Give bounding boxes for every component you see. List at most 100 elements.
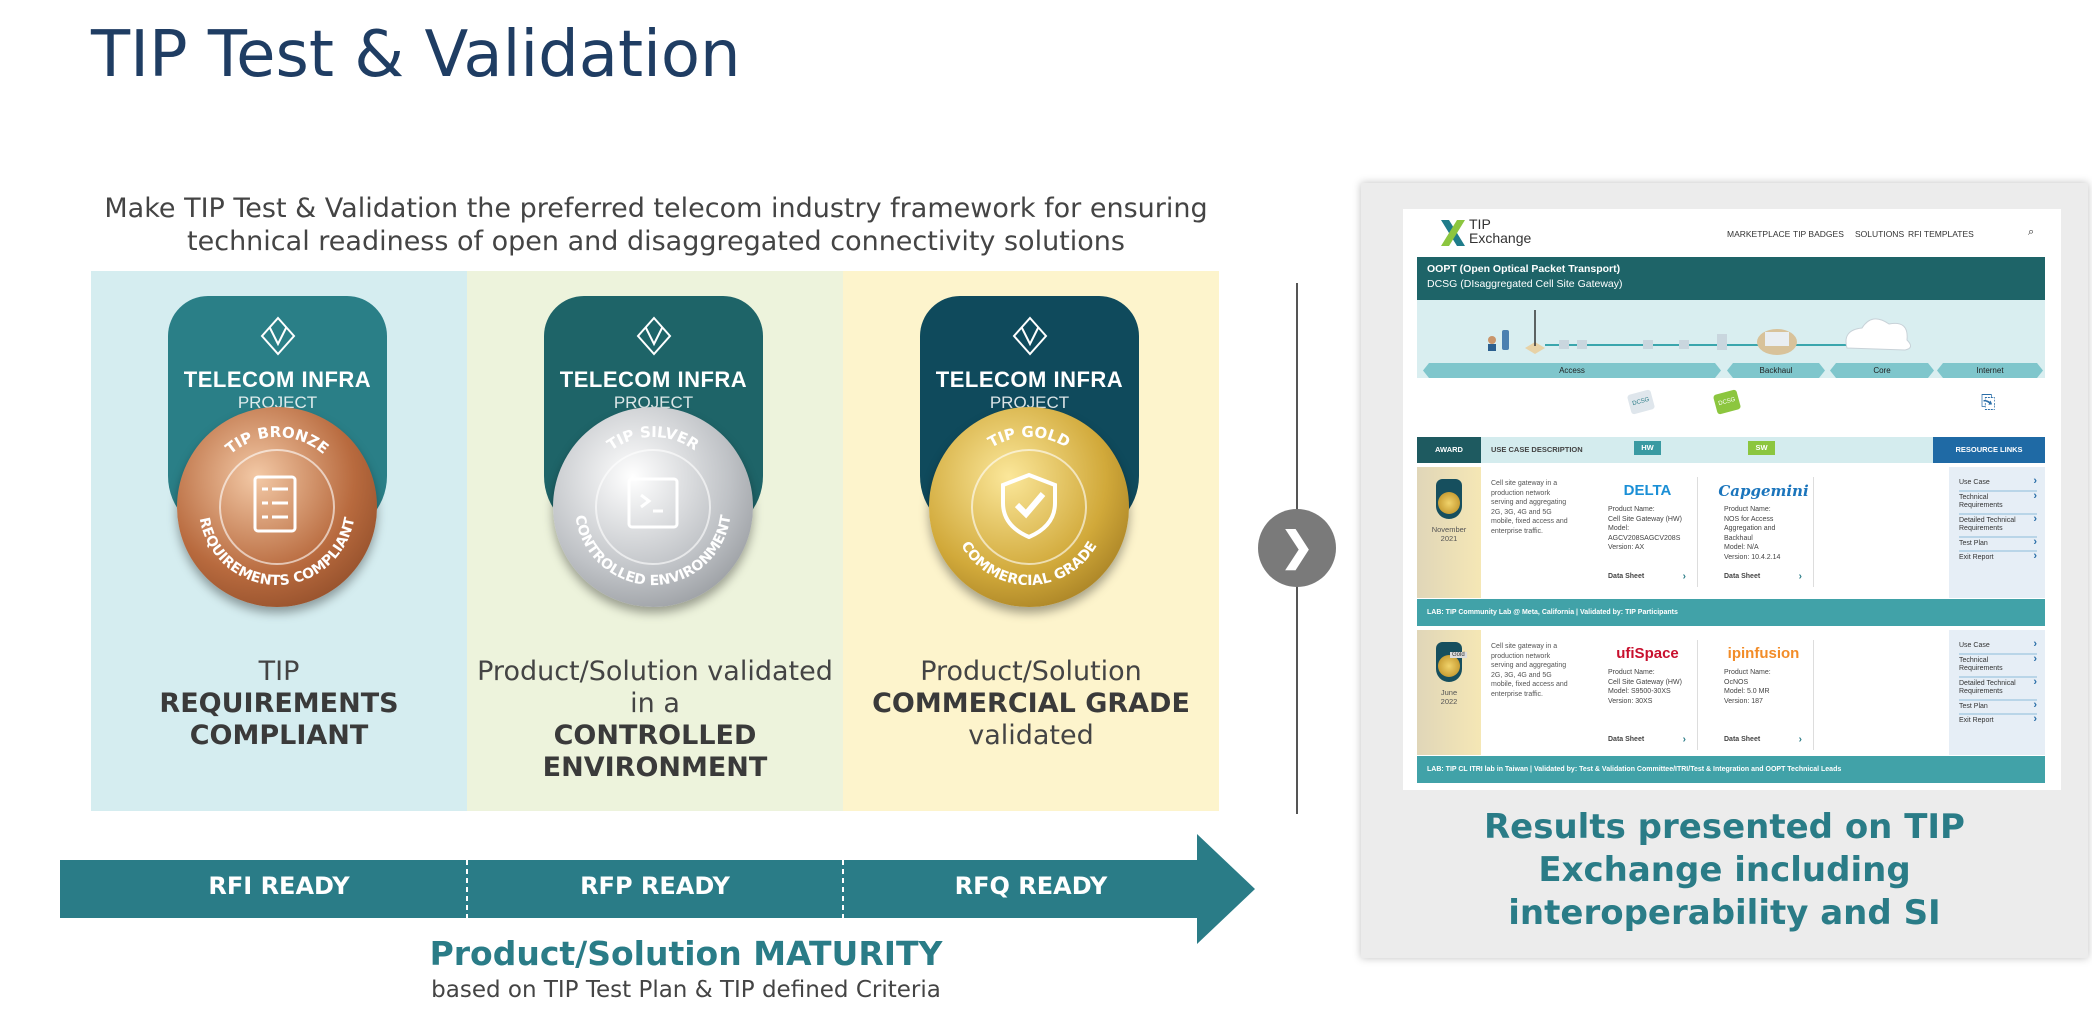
product-detail: Product Name: bbox=[1724, 669, 1771, 676]
tip-logo-icon bbox=[636, 316, 671, 356]
resource-link-test-plan[interactable]: Test Plan bbox=[1959, 701, 2037, 715]
resource-link-detailed-technical-requirements[interactable]: Detailed Technical Requirements bbox=[1959, 515, 2037, 538]
maturity-column-silver: TELECOM INFRA PROJECT TIP SILVER CONTROL… bbox=[467, 271, 843, 811]
results-caption: Results presented on TIP Exchange includ… bbox=[1361, 806, 2088, 935]
caption-line: Product/Solution bbox=[920, 656, 1142, 687]
award-cell: November 2021 bbox=[1417, 467, 1481, 598]
segment-internet: Internet bbox=[1937, 363, 2043, 378]
x-logo-icon bbox=[1441, 220, 1465, 246]
checklist-icon bbox=[253, 475, 297, 533]
chevron-right-icon: › bbox=[1798, 570, 1802, 582]
silver-medal: TIP SILVER CONTROLLED ENVIRONMENT bbox=[553, 407, 753, 607]
dcsg-sw-device: DCSG bbox=[1712, 389, 1742, 415]
caption-line: CONTROLLED bbox=[553, 720, 757, 751]
pdf-documents-icon[interactable]: ⎘ bbox=[1981, 392, 1996, 412]
logo-text: Exchange bbox=[1469, 230, 1532, 246]
award-month: November bbox=[1431, 525, 1467, 534]
sw-vendor-logo: Capgemini bbox=[1718, 482, 1809, 500]
hw-product: DELTA Product Name: Cell Site Gateway (HW… bbox=[1598, 477, 1698, 587]
resource-link-use-case[interactable]: Use Case bbox=[1959, 640, 2037, 655]
product-detail: Model: N/A bbox=[1724, 544, 1759, 551]
segment-access: Access bbox=[1423, 363, 1721, 378]
caption-line: Results presented on TIP bbox=[1484, 807, 1965, 847]
caption-line: COMPLIANT bbox=[189, 720, 369, 751]
caption-line: COMMERCIAL GRADE bbox=[872, 688, 1190, 719]
tip-exchange-screenshot: TIP Exchange MARKETPLACE TIP BADGES SOLU… bbox=[1403, 209, 2061, 790]
product-detail: AGCV208SAGCV208S bbox=[1608, 534, 1681, 542]
lab-validation-bar: LAB: TIP Community Lab @ Meta, Californi… bbox=[1417, 599, 2045, 626]
nav-solutions[interactable]: SOLUTIONS bbox=[1855, 229, 1905, 239]
maturity-title: Product/Solution MATURITY bbox=[429, 934, 943, 973]
data-sheet-link[interactable]: ›Data Sheet bbox=[1608, 570, 1686, 582]
resource-link-test-plan[interactable]: Test Plan bbox=[1959, 538, 2037, 552]
product-detail: NOS for Access bbox=[1724, 515, 1774, 523]
nav-marketplace[interactable]: MARKETPLACE bbox=[1727, 229, 1791, 239]
next-button[interactable]: ❯ bbox=[1258, 509, 1336, 587]
hw-tag: HW bbox=[1634, 441, 1661, 455]
gold-medal: TIP GOLD COMMERCIAL GRADE bbox=[929, 407, 1129, 607]
resource-link-exit-report[interactable]: Exit Report bbox=[1959, 715, 2037, 728]
hw-product: ufiSpace Product Name:Cell Site Gateway … bbox=[1598, 640, 1698, 750]
chevron-right-icon: › bbox=[1682, 570, 1686, 582]
caption-line: in a bbox=[630, 688, 680, 719]
gold-badge-thumbnail: Gold bbox=[1436, 642, 1467, 682]
use-case-description: Cell site gateway in a production networ… bbox=[1491, 480, 1568, 535]
lab-validation-bar: LAB: TIP CL ITRI lab in Taiwan | Validat… bbox=[1417, 756, 2045, 783]
chevron-right-icon: ❯ bbox=[1280, 525, 1314, 569]
medal-ring-text: TIP GOLD COMMERCIAL GRADE bbox=[958, 423, 1101, 589]
resource-link-technical-requirements[interactable]: Technical Requirements bbox=[1959, 492, 2037, 515]
caption-line: interoperability and SI bbox=[1508, 893, 1941, 933]
product-detail: Version: 10.4.2.14 bbox=[1724, 553, 1781, 561]
col-use-case: USE CASE DESCRIPTION bbox=[1481, 437, 1933, 463]
product-detail: Model: bbox=[1608, 525, 1630, 532]
network-topology-icon bbox=[1488, 310, 1911, 355]
tip-exchange-logo[interactable]: TIP Exchange bbox=[1441, 217, 1561, 249]
product-detail: Product Name: bbox=[1724, 506, 1771, 513]
badge-project: PROJECT bbox=[989, 393, 1070, 412]
hw-vendor-logo: ufiSpace bbox=[1616, 645, 1679, 662]
segment-core: Core bbox=[1830, 363, 1934, 378]
badge-project: PROJECT bbox=[613, 393, 694, 412]
badge-project: PROJECT bbox=[237, 393, 318, 412]
network-diagram: Access Backhaul Core Internet bbox=[1417, 300, 2045, 378]
solution-title: OOPT (Open Optical Packet Transport) bbox=[1427, 263, 1621, 275]
caption-line: Exchange including bbox=[1538, 850, 1911, 890]
nav-tip-badges[interactable]: TIP BADGES bbox=[1793, 229, 1844, 239]
gold-badge-thumbnail bbox=[1436, 479, 1462, 519]
data-sheet-link[interactable]: ›Data Sheet bbox=[1608, 733, 1686, 745]
subtitle-line: technical readiness of open and disaggre… bbox=[187, 226, 1125, 257]
chevron-right-icon: › bbox=[1682, 733, 1686, 745]
stage-rfp-ready: RFP READY bbox=[580, 872, 730, 900]
nav-rfi-templates[interactable]: RFI TEMPLATES bbox=[1908, 229, 1974, 239]
product-detail: Backhaul bbox=[1724, 534, 1753, 542]
badge-org: TELECOM INFRA bbox=[935, 367, 1124, 392]
resource-links: Use CaseTechnical RequirementsDetailed T… bbox=[1949, 467, 2045, 598]
maturity-column-gold: TELECOM INFRA PROJECT TIP GOLD COMMERCIA… bbox=[843, 271, 1219, 811]
product-detail: Product Name: bbox=[1608, 669, 1655, 676]
validation-row: Gold June 2022 Cell site gateway in a pr… bbox=[1417, 630, 2045, 755]
data-sheet-link[interactable]: ›Data Sheet bbox=[1724, 570, 1802, 582]
product-detail: Aggregation and bbox=[1724, 525, 1776, 532]
hw-vendor-logo: DELTA bbox=[1623, 482, 1672, 499]
maturity-arrow bbox=[60, 834, 1255, 944]
product-detail: Cell Site Gateway (HW) bbox=[1608, 515, 1682, 523]
award-year: 2022 bbox=[1440, 697, 1458, 706]
product-detail: Model: 5.0 MR bbox=[1724, 688, 1770, 695]
product-detail: Product Name: bbox=[1608, 506, 1655, 513]
resource-link-technical-requirements[interactable]: Technical Requirements bbox=[1959, 655, 2037, 678]
chip-terminal-icon bbox=[627, 477, 679, 529]
use-case-description: Cell site gateway in a production networ… bbox=[1491, 643, 1568, 698]
resource-link-detailed-technical-requirements[interactable]: Detailed Technical Requirements bbox=[1959, 678, 2037, 701]
caption-line: REQUIREMENTS bbox=[159, 688, 399, 719]
resource-link-exit-report[interactable]: Exit Report bbox=[1959, 552, 2037, 565]
data-sheet-link[interactable]: ›Data Sheet bbox=[1724, 733, 1802, 745]
bronze-medal: TIP BRONZE REQUIREMENTS COMPLIANT bbox=[177, 407, 377, 607]
award-year: 2021 bbox=[1440, 534, 1458, 543]
subtitle-line: Make TIP Test & Validation the preferred… bbox=[104, 193, 1208, 224]
search-icon[interactable]: ⌕ bbox=[2028, 226, 2035, 238]
dcsg-hw-device: DCSG bbox=[1626, 389, 1656, 415]
badge-org: TELECOM INFRA bbox=[183, 367, 372, 392]
resource-link-use-case[interactable]: Use Case bbox=[1959, 477, 2037, 492]
